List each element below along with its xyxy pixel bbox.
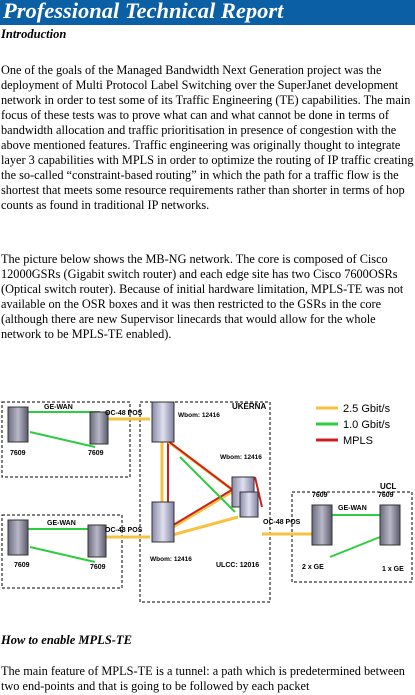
ucl-router-b-label: 7609 xyxy=(378,492,394,499)
title-banner: Professional Technical Report xyxy=(0,0,415,25)
bl-link-label: OC-48 POS xyxy=(105,527,143,534)
ucl-wan-label: GE-WAN xyxy=(338,505,367,512)
ucl-host-b-label: 1 x GE xyxy=(382,566,404,573)
ucl-green-cross xyxy=(329,536,381,558)
bl-router-b-icon xyxy=(87,524,107,558)
core-link-red-3 xyxy=(169,484,241,528)
ucl-router-a-icon xyxy=(311,504,333,546)
core-router-mid-label: Wbom: 12416 xyxy=(220,454,262,461)
bl-wan-label: GE-WAN xyxy=(47,520,76,527)
intro-paragraph-2: The picture below shows the MB-NG networ… xyxy=(1,252,414,342)
ucl-router-b-icon xyxy=(379,504,401,546)
tl-link-label: OC-48 POS xyxy=(105,410,143,417)
legend-label-mpls: MPLS xyxy=(343,435,373,447)
tl-router-a-icon xyxy=(7,406,29,443)
tl-wan-label: GE-WAN xyxy=(44,404,73,411)
core-link-green xyxy=(179,456,236,513)
core-router-ulcc-icon xyxy=(239,491,259,518)
core-link-yellow-3 xyxy=(164,485,241,534)
mpls-paragraph-text: The main feature of MPLS-TE is a tunnel:… xyxy=(1,664,405,693)
ucl-router-a-label: 7609 xyxy=(312,492,328,499)
tl-router-b-label: 7609 xyxy=(88,450,104,457)
tl-router-a-label: 7609 xyxy=(10,450,26,457)
site-ucl-box xyxy=(291,491,413,583)
legend-label-2-5: 2.5 Gbit/s xyxy=(343,403,391,415)
bl-green-cross xyxy=(29,546,96,563)
intro-paragraph-2-text: The picture below shows the MB-NG networ… xyxy=(1,252,404,341)
intro-paragraph-1: One of the goals of the Managed Bandwidt… xyxy=(1,63,414,213)
report-title: Professional Technical Report xyxy=(3,0,284,23)
site-top-left-box xyxy=(1,401,131,478)
core-router-bottom-icon xyxy=(151,501,175,543)
bl-router-a-icon xyxy=(7,519,29,556)
mpls-paragraph: The main feature of MPLS-TE is a tunnel:… xyxy=(1,664,414,694)
core-label: UKERNA xyxy=(232,402,266,411)
core-box xyxy=(139,401,271,603)
ucl-link-label: OC-48 POS xyxy=(263,519,301,526)
core-router-bottom-label: Wbom: 12416 xyxy=(150,556,192,563)
bl-router-a-label: 7609 xyxy=(14,562,30,569)
core-router-ulcc-label: ULCC: 12016 xyxy=(216,562,259,569)
legend-label-1-0: 1.0 Gbit/s xyxy=(343,419,391,431)
tl-router-b-icon xyxy=(89,411,109,445)
tl-green-cross xyxy=(29,431,96,448)
site-bottom-left-box xyxy=(1,514,123,589)
core-link-yellow-4 xyxy=(164,515,239,539)
ucl-label: UCL xyxy=(380,482,397,491)
core-link-red-2 xyxy=(167,440,243,498)
core-router-top-icon xyxy=(151,401,175,443)
section-heading-introduction: Introduction xyxy=(1,27,67,41)
section-heading-mpls: How to enable MPLS-TE xyxy=(1,633,132,647)
ucl-host-a-label: 2 x GE xyxy=(302,564,324,571)
network-diagram: GE-WAN 7609 7609 OC-48 POS GE-WAN 7609 7… xyxy=(1,401,413,603)
bl-router-b-label: 7609 xyxy=(90,564,106,571)
intro-paragraph-1-text: One of the goals of the Managed Bandwidt… xyxy=(1,63,414,212)
core-router-top-label: Wbom: 12416 xyxy=(178,412,220,419)
